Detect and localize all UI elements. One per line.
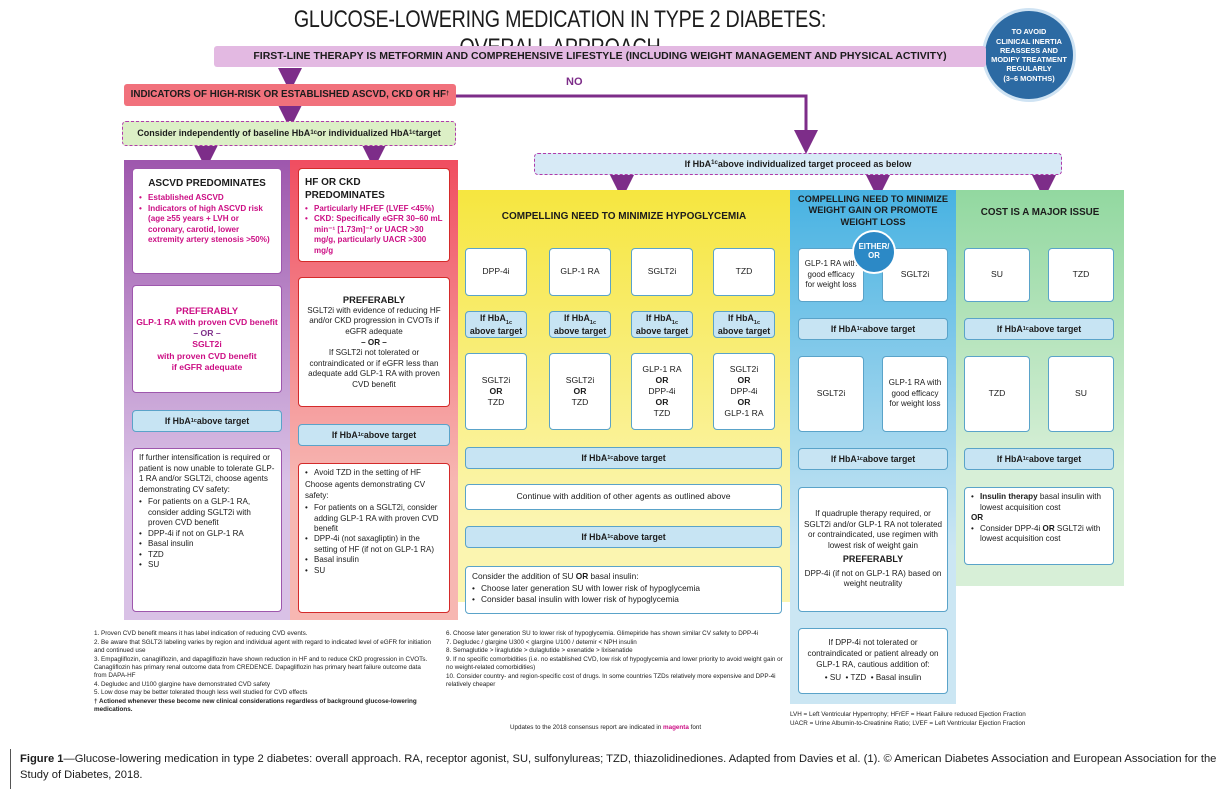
weight-title: COMPELLING NEED TO MINIMIZE WEIGHT GAIN …	[797, 194, 949, 227]
cost-final-box: Insulin therapy basal insulin with lowes…	[964, 487, 1114, 565]
cost-drug-su-2: SU	[1048, 356, 1114, 432]
weight-quad-box: If quadruple therapy required, or SGLT2i…	[798, 487, 948, 612]
ascvd-predominates-box: ASCVD PREDOMINATES Established ASCVD Ind…	[132, 168, 282, 274]
first-line-therapy-bar: FIRST-LINE THERAPY IS METFORMIN AND COMP…	[214, 46, 986, 67]
ascvd-further-box: If further intensification is required o…	[132, 448, 282, 612]
hypo-drug-glp1: GLP-1 RA	[549, 248, 611, 296]
cost-drug-tzd: TZD	[1048, 248, 1114, 302]
weight-drug-glp1-2: GLP-1 RA with good efficacy for weight l…	[882, 356, 948, 432]
hypo-drug-tzd: TZD	[713, 248, 775, 296]
cost-drug-tzd-2: TZD	[964, 356, 1030, 432]
hf-preferably-box: PREFERABLY SGLT2i with evidence of reduc…	[298, 277, 450, 407]
hf-predominates-box: HF OR CKD PREDOMINATES Particularly HFrE…	[298, 168, 450, 262]
weight-drug-sglt2i-2: SGLT2i	[798, 356, 864, 432]
no-label: NO	[566, 76, 583, 88]
footnotes-left: 1. Proven CVD benefit means it has label…	[94, 630, 431, 714]
hypo-continue-box: Continue with addition of other agents a…	[465, 484, 782, 510]
indicators-bar: INDICATORS OF HIGH-RISK OR ESTABLISHED A…	[124, 84, 456, 106]
figure-caption: Figure 1—Glucose-lowering medication in …	[20, 753, 1217, 781]
hypo-title: COMPELLING NEED TO MINIMIZE HYPOGLYCEMIA	[501, 211, 747, 222]
hf-next-box: Avoid TZD in the setting of HF Choose ag…	[298, 463, 450, 613]
hypo-drug-sglt2i: SGLT2i	[631, 248, 693, 296]
weight-drug-sglt2i: SGLT2i	[882, 248, 948, 302]
hypo-consider-box: Consider the addition of SU OR basal ins…	[465, 566, 782, 614]
abbreviations: LVH = Left Ventricular Hypertrophy; HFrE…	[790, 711, 1026, 727]
footnotes-mid: 6. Choose later generation SU to lower r…	[446, 630, 783, 689]
updates-note: Updates to the 2018 consensus report are…	[510, 724, 702, 731]
cost-drug-su: SU	[964, 248, 1030, 302]
weight-final-box: If DPP-4i not tolerated or contraindicat…	[798, 628, 948, 694]
ascvd-preferably-box: PREFERABLY GLP-1 RA with proven CVD bene…	[132, 285, 282, 393]
either-or-circle: EITHER/ OR	[852, 230, 896, 274]
cost-title: COST IS A MAJOR ISSUE	[980, 207, 1100, 219]
hypo-drug-dpp4i: DPP-4i	[465, 248, 527, 296]
caption-rule	[10, 749, 11, 789]
